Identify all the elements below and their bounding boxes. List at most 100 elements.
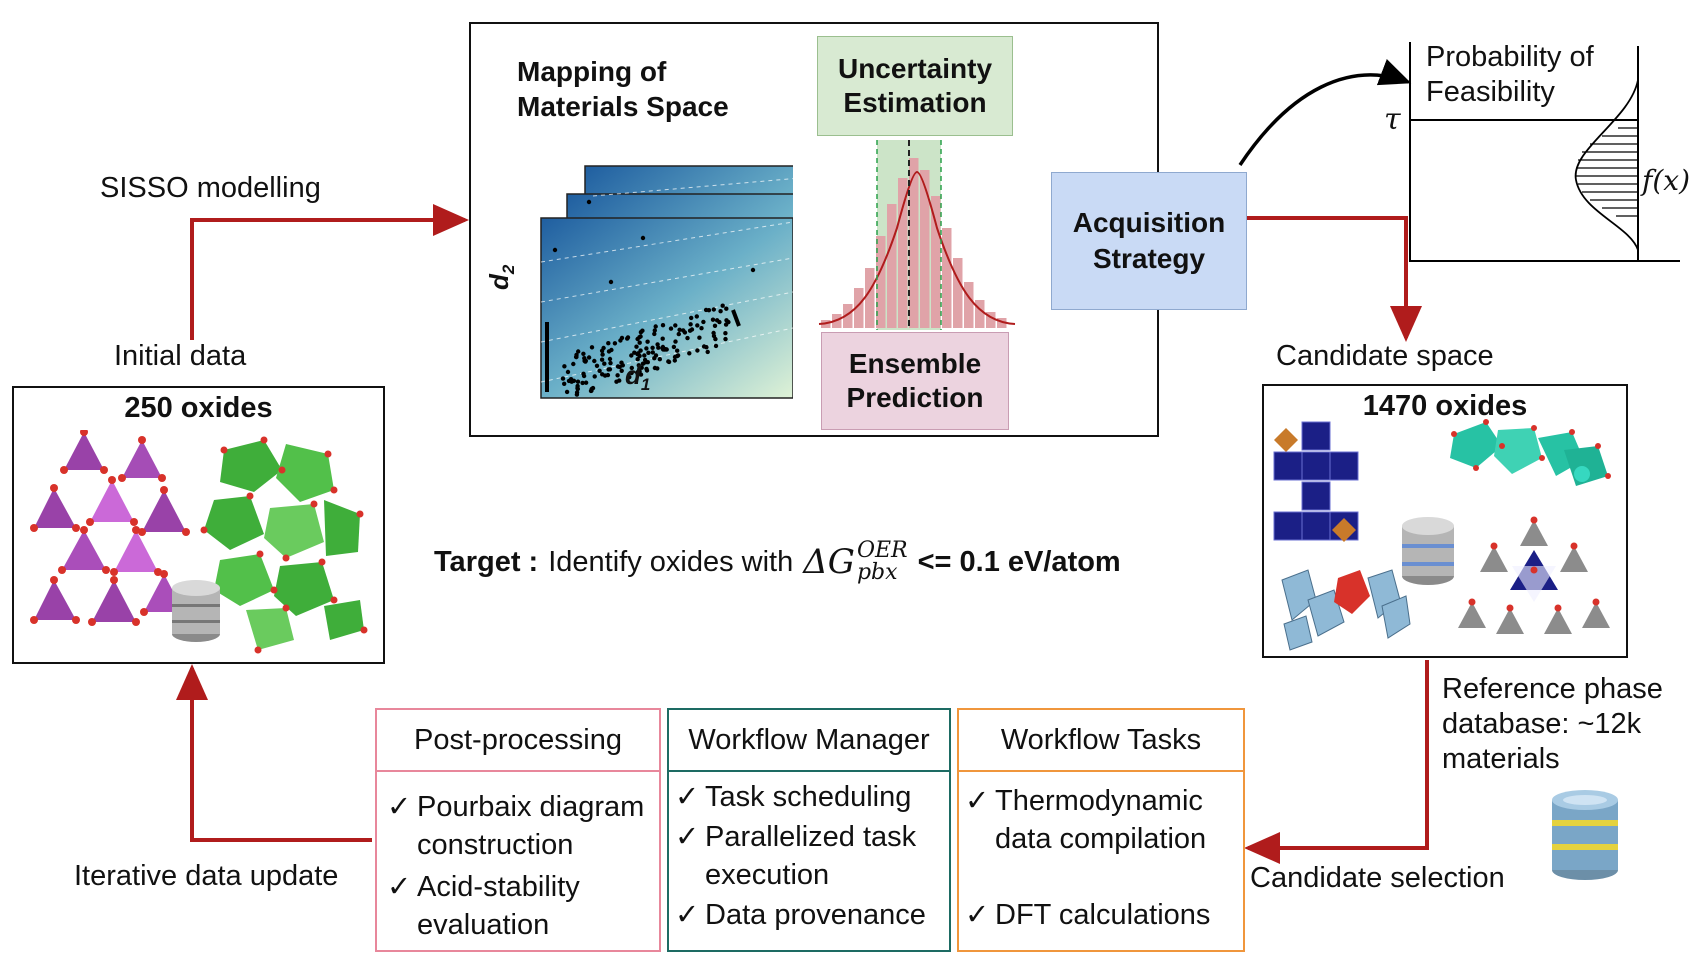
scatter-point	[724, 306, 729, 311]
scatter-point	[676, 331, 681, 337]
scatter-point	[606, 341, 611, 346]
scatter-point	[723, 322, 729, 327]
scatter-point	[608, 279, 614, 285]
candidate-selection-label: Candidate selection	[1250, 862, 1505, 894]
scatter-point	[636, 363, 641, 368]
scatter-point	[688, 322, 693, 327]
check-icon: ✓	[965, 785, 990, 817]
target-symbol-sup: OER	[856, 538, 908, 563]
scatter-point	[575, 386, 580, 392]
candidate-selection-arrow	[1244, 660, 1429, 864]
check-icon: ✓	[387, 871, 412, 903]
probability-title: Probability of Feasibility	[1426, 40, 1594, 110]
scatter-point	[637, 353, 642, 359]
ensemble-prediction-box: Ensemble Prediction	[821, 332, 1009, 430]
scatter-point	[650, 345, 655, 350]
scatter-point	[673, 339, 678, 344]
workflow-tasks-list: ✓ Thermodynamic data compilation ✓ DFT c…	[959, 782, 1243, 936]
candidate-panel-title: 1470 oxides	[1362, 390, 1528, 422]
check-icon: ✓	[675, 821, 700, 853]
scatter-point	[723, 331, 728, 336]
scatter-point	[687, 328, 693, 333]
scatter-point	[571, 361, 576, 367]
target-prefix: Target :	[434, 545, 539, 578]
acquisition-line-2: Strategy	[1092, 243, 1206, 274]
check-icon: ✓	[387, 791, 412, 823]
scatter-point	[695, 348, 700, 353]
initial-panel-title: 250 oxides	[124, 392, 273, 424]
histogram-bar	[876, 236, 886, 328]
scatter-point	[656, 345, 661, 350]
workflow-tasks-header: Workflow Tasks	[959, 710, 1243, 772]
scatter-point	[713, 343, 719, 349]
green-polyhedra-structure	[200, 436, 368, 654]
scatter-point	[638, 372, 644, 377]
axis-d1-letter: d	[625, 360, 641, 390]
scatter-point	[718, 309, 723, 314]
post-processing-list: ✓ Pourbaix diagram construction ✓ Acid-s…	[377, 788, 659, 946]
scatter-point	[575, 379, 581, 384]
post-processing-item-2: ✓ Acid-stability evaluation	[377, 868, 659, 944]
scatter-point	[711, 307, 716, 312]
triangle-star-structure	[1458, 516, 1610, 634]
ensemble-line-2: Prediction	[846, 382, 984, 413]
scatter-point	[599, 357, 605, 362]
scatter-point	[657, 357, 662, 362]
scatter-point	[564, 389, 570, 395]
scatter-point	[586, 199, 592, 205]
scatter-point	[565, 369, 571, 375]
histogram-bar	[931, 196, 941, 328]
scatter-point	[677, 327, 682, 332]
scatter-point	[634, 344, 639, 349]
workflow-manager-item-3: ✓ Data provenance	[669, 896, 949, 934]
scatter-point	[619, 360, 624, 365]
scatter-point	[640, 328, 645, 333]
scatter-point	[627, 374, 632, 380]
scatter-point	[573, 354, 579, 360]
scatter-point	[660, 336, 665, 341]
initial-data-panel: 250 oxides	[12, 386, 385, 664]
scatter-point	[720, 303, 725, 308]
reference-db-line-2: database: ~12k	[1442, 708, 1642, 740]
post-processing-item-2-line-1: Acid-stability	[417, 871, 580, 903]
scatter-point	[710, 317, 716, 322]
sisso-label: SISSO modelling	[100, 172, 321, 204]
histogram-bar	[843, 304, 853, 328]
scatter-point	[687, 351, 692, 356]
acquisition-strategy-box: Acquisition Strategy	[1051, 172, 1247, 310]
workflow-tasks-item-2-line-1: DFT calculations	[995, 899, 1211, 931]
scatter-point	[617, 378, 622, 383]
mapping-title-line-2: Materials Space	[517, 91, 729, 122]
scatter-point	[642, 357, 648, 363]
scatter-point	[724, 318, 729, 323]
target-symbol-delta: ΔG	[803, 542, 855, 582]
axis-d2-letter: d	[484, 274, 514, 290]
navy-cross-structure	[1273, 421, 1359, 542]
fx-label: f(x)	[1642, 164, 1691, 197]
scatter-point	[750, 267, 756, 273]
center-model-panel: Mapping of Materials Space d2 d1	[469, 22, 1247, 437]
scatter-point	[717, 319, 722, 325]
check-icon: ✓	[965, 899, 990, 931]
ensemble-histogram	[818, 140, 1016, 330]
scatter-point	[629, 370, 634, 376]
scatter-point	[682, 330, 688, 335]
reference-db-line-1: Reference phase	[1442, 673, 1663, 705]
uncertainty-line-2: Estimation	[843, 87, 987, 118]
post-processing-item-2-line-2: evaluation	[417, 909, 550, 941]
scatter-point	[594, 363, 600, 368]
post-processing-item-1-line-1: Pourbaix diagram	[417, 791, 645, 823]
histogram-bar	[997, 318, 1007, 328]
post-processing-box: Post-processing ✓ Pourbaix diagram const…	[375, 708, 661, 952]
scatter-point	[635, 369, 641, 375]
scatter-point	[606, 349, 612, 354]
scatter-point	[583, 380, 589, 385]
scatter-point	[701, 344, 707, 349]
histogram-bar	[942, 228, 952, 328]
scatter-point	[653, 324, 658, 329]
histogram-bar	[920, 170, 930, 328]
scatter-point	[695, 323, 700, 328]
scatter-point	[701, 319, 706, 325]
histogram-bar	[887, 204, 897, 328]
scatter-point	[711, 333, 717, 339]
